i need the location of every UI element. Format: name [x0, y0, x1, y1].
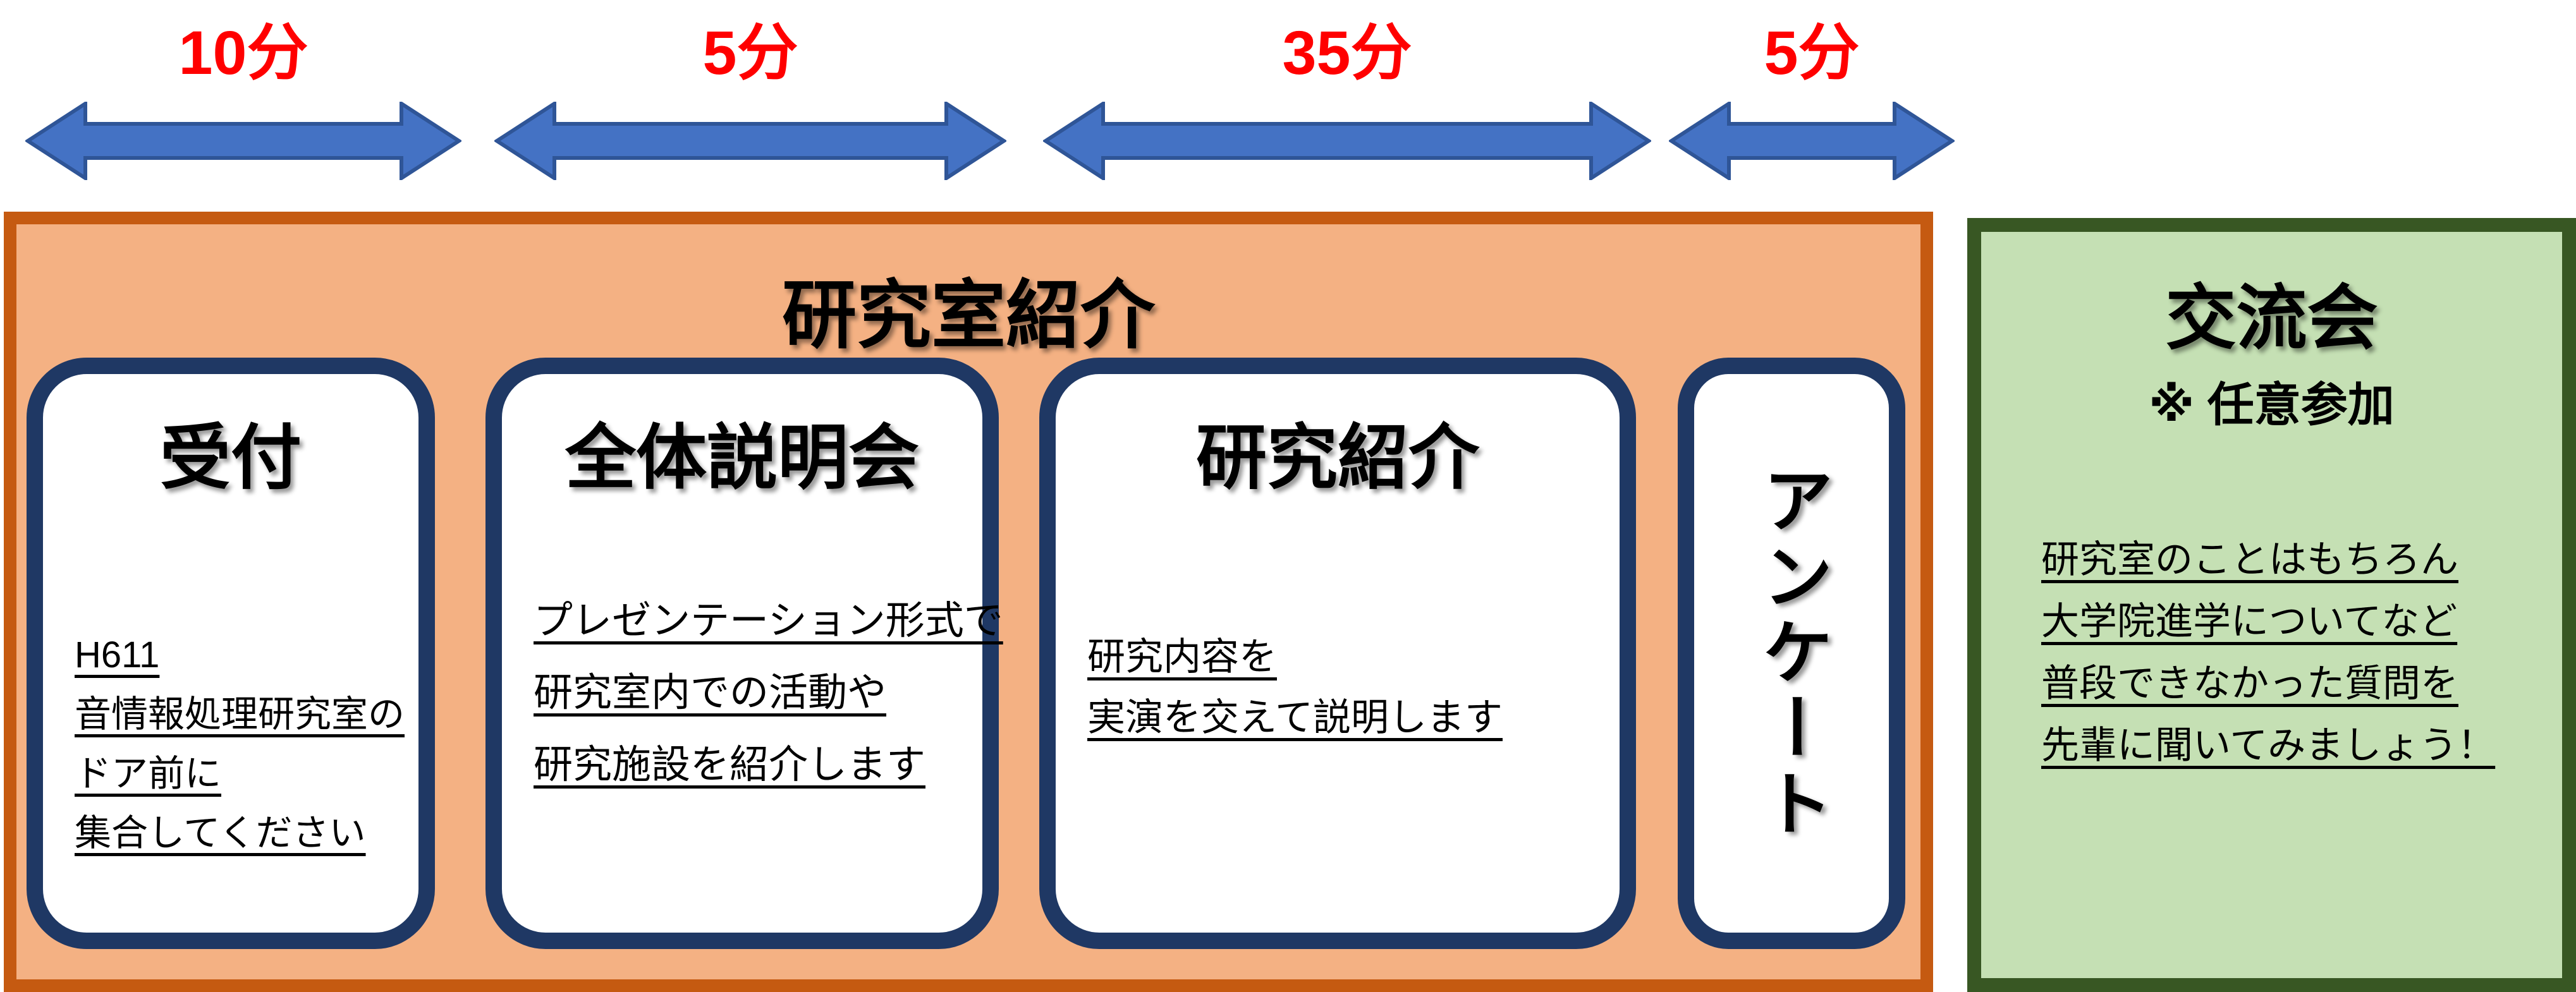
lab-intro-panel: 研究室紹介 受付 H611 音情報処理研究室の ドア前に 集合してください 全体…: [4, 212, 1933, 992]
note-line: 研究施設を紹介します: [534, 743, 926, 787]
duration-label: 35分: [1282, 18, 1412, 87]
double-arrow-icon: [494, 102, 1006, 180]
lab-intro-title: 研究室紹介: [781, 274, 1155, 358]
double-arrow-icon: [25, 102, 461, 180]
timeline-segment: 35分: [1043, 9, 1651, 183]
duration-label: 5分: [1764, 18, 1860, 87]
double-arrow-icon: [1669, 102, 1955, 180]
note-line: 実演を交えて説明します: [1087, 696, 1503, 739]
step-card-note: H611 音情報処理研究室の ドア前に 集合してください: [75, 626, 408, 863]
note-line: H611: [75, 634, 160, 675]
step-card-research-intro: 研究紹介 研究内容を 実演を交えて説明します: [1039, 358, 1636, 949]
step-card-title: 受付: [160, 418, 302, 497]
step-card-reception: 受付 H611 音情報処理研究室の ドア前に 集合してください: [27, 358, 435, 949]
note-line: 研究室のことはもちろん: [2041, 538, 2458, 581]
duration-label: 5分: [702, 18, 798, 87]
social-title: 交流会: [2165, 279, 2378, 358]
step-card-survey: アンケート: [1678, 358, 1905, 949]
timeline-segment: 5分: [494, 9, 1006, 183]
step-card-note: プレゼンテーション形式で 研究室内での活動や 研究施設を紹介します: [534, 585, 1003, 801]
optional-participation-note: ※ 任意参加: [2149, 378, 2395, 431]
duration-label: 10分: [178, 18, 308, 87]
step-card-title: アンケート: [1752, 464, 1831, 843]
step-card-title: 研究紹介: [1196, 418, 1479, 497]
step-card-note: 研究内容を 実演を交えて説明します: [1087, 627, 1609, 748]
timeline-segment: 10分: [25, 9, 461, 183]
timeline-segment: 5分: [1669, 9, 1955, 183]
social-panel: 交流会 ※ 任意参加 研究室のことはもちろん 大学院進学についてなど 普段できな…: [1967, 218, 2576, 992]
note-line: ドア前に: [75, 753, 222, 794]
note-line: 研究室内での活動や: [534, 671, 887, 715]
note-line: 先輩に聞いてみましょう！: [2041, 724, 2496, 766]
note-line: 普段できなかった質問を: [2041, 662, 2458, 705]
note-line: 音情報処理研究室の: [75, 694, 405, 735]
note-line: 大学院進学についてなど: [2041, 600, 2458, 643]
step-card-briefing: 全体説明会 プレゼンテーション形式で 研究室内での活動や 研究施設を紹介します: [485, 358, 1003, 949]
step-card-title: 全体説明会: [565, 418, 919, 497]
note-line: プレゼンテーション形式で: [534, 599, 1003, 643]
note-line: 研究内容を: [1087, 636, 1277, 678]
social-description: 研究室のことはもちろん 大学院進学についてなど 普段できなかった質問を 先輩に聞…: [2041, 529, 2495, 777]
note-line: 集合してください: [75, 813, 366, 854]
double-arrow-icon: [1043, 102, 1651, 180]
